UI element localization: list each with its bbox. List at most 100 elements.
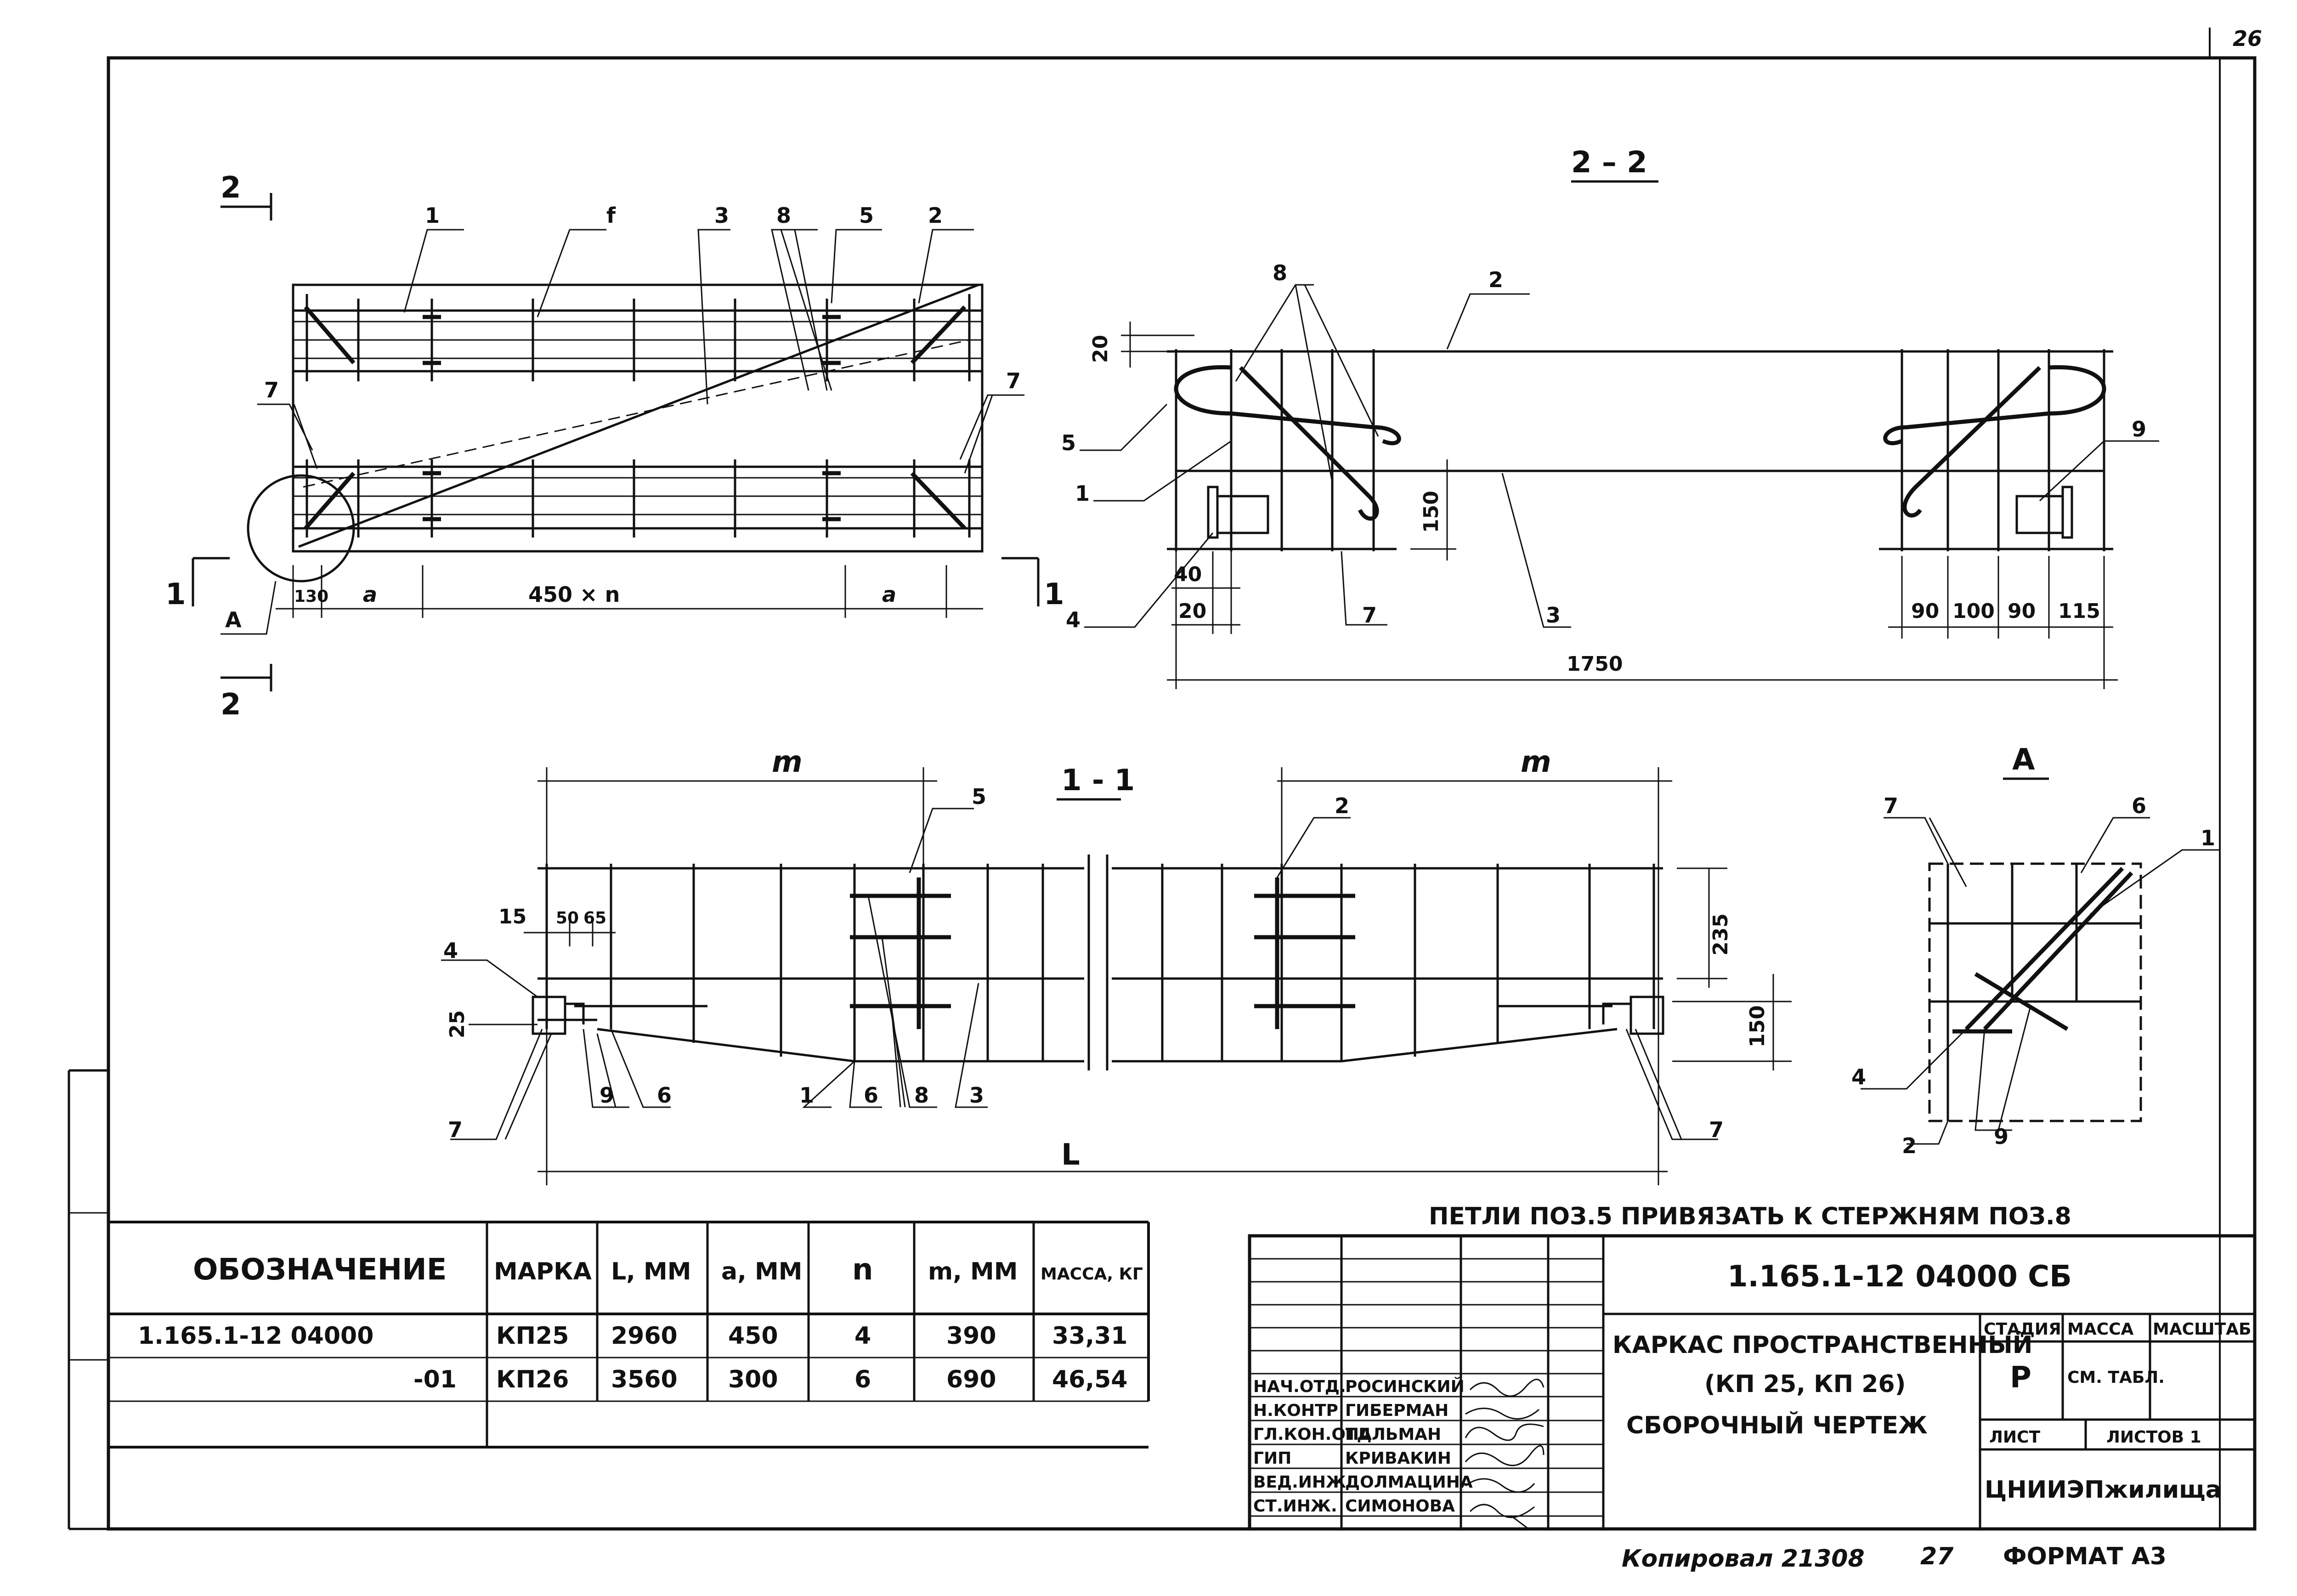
plan-leader-7-right: 7 [1006, 368, 1021, 393]
spec-row2-m: 690 [946, 1366, 996, 1393]
spec-row1-a: 450 [728, 1322, 778, 1350]
footer-copied: Копировал 21308 [1622, 1545, 1865, 1573]
plan-leader-8: 8 [776, 203, 791, 228]
title-line-3: СБОРОЧНЫЙ ЧЕРТЕЖ [1626, 1411, 1928, 1439]
section22-leader-5: 5 [1061, 430, 1076, 455]
spec-row1-designation: 1.165.1-12 04000 [138, 1322, 373, 1350]
detail-A-leader-4: 4 [1851, 1064, 1866, 1089]
section11-dim-m-right: m [1521, 745, 1551, 779]
section-mark-1-left: 1 [165, 577, 186, 611]
spec-header-m: m, ММ [928, 1258, 1018, 1285]
section22-dim-20-bottom: 20 [1178, 600, 1206, 623]
spec-header-L: L, ММ [611, 1258, 691, 1285]
title-block: НАЧ.ОТД. РОСИНСКИЙ Н.КОНТР ГИБЕРМАН ГЛ.К… [1248, 1234, 2257, 1531]
detail-A-leader-2: 2 [1902, 1133, 1917, 1158]
plan-view: 2 2 1 1 1 f 3 8 5 2 7 7 A [165, 171, 1064, 722]
section11-leader-6-b: 6 [864, 1083, 878, 1108]
loop-note: ПЕТЛИ ПОЗ.5 ПРИВЯЗАТЬ К СТЕРЖНЯМ ПОЗ.8 [1429, 1203, 2071, 1230]
section22-leader-1: 1 [1075, 481, 1090, 506]
spec-row2-L: 3560 [611, 1366, 678, 1393]
spec-header-a: a, ММ [721, 1258, 802, 1285]
section11-leader-9: 9 [600, 1083, 614, 1108]
section11-leader-8: 8 [914, 1083, 929, 1108]
role-label-norm: Н.КОНТР [1253, 1401, 1338, 1420]
detail-A-leader-9: 9 [1994, 1124, 2008, 1149]
detail-A-leader-7: 7 [1884, 793, 1898, 818]
plan-leader-3: 3 [714, 203, 729, 228]
detail-A-leader-1: 1 [2201, 826, 2215, 850]
section22-dim-90-b: 90 [2008, 600, 2036, 623]
spec-row2-mark: КП26 [496, 1366, 569, 1393]
role-name-senior: СИМОНОВА [1345, 1497, 1455, 1516]
scale-header: МАСШТАБ [2153, 1320, 2251, 1339]
signatures [1465, 1379, 1545, 1531]
spec-row1-m: 390 [946, 1322, 996, 1350]
section22-dim-100: 100 [1952, 600, 1995, 623]
mass-value: СМ. ТАБЛ. [2067, 1368, 2165, 1387]
spec-header-designation: ОБОЗНАЧЕНИЕ [193, 1253, 447, 1287]
spec-row1-n: 4 [854, 1322, 871, 1350]
detail-A: А 7 6 1 4 2 9 [1851, 743, 2219, 1158]
sheet-label: ЛИСТ [1989, 1428, 2040, 1447]
spec-row1-L: 2960 [611, 1322, 678, 1350]
section11-dim-150: 150 [1746, 1005, 1769, 1047]
spec-row1-mark: КП25 [496, 1322, 569, 1350]
role-name-lead: ДОЛМАЦИНА [1345, 1473, 1473, 1492]
plan-dim-a-left: a [363, 582, 377, 607]
section11-leader-6-a: 6 [657, 1083, 672, 1108]
section11-leader-2: 2 [1335, 793, 1349, 818]
plan-leader-A: A [225, 607, 242, 632]
section11-leader-5: 5 [972, 784, 986, 809]
plan-dim-130: 130 [294, 587, 328, 606]
section-1-1-title: 1 - 1 [1061, 764, 1135, 798]
section22-dim-115: 115 [2058, 600, 2100, 623]
plan-leader-1: 1 [425, 203, 440, 228]
role-label-head: НАЧ.ОТД. [1253, 1377, 1346, 1396]
section-mark-1-right: 1 [1044, 577, 1064, 611]
section-mark-2-bottom: 2 [221, 688, 241, 722]
title-line-1: КАРКАС ПРОСТРАНСТВЕННЫЙ [1612, 1331, 2032, 1359]
section11-dim-15: 15 [498, 905, 526, 928]
footer-page: 27 [1920, 1543, 1954, 1570]
section22-dim-20-top: 20 [1089, 335, 1112, 363]
stage-value: Р [2010, 1361, 2031, 1395]
section11-dim-L: L [1061, 1138, 1080, 1172]
section11-dim-m-left: m [772, 745, 803, 779]
footer: Копировал 21308 27 ФОРМАТ А3 [1622, 1543, 2167, 1573]
plan-leader-2: 2 [928, 203, 943, 228]
section-1-1: 1 - 1 [441, 745, 1792, 1185]
section11-dim-25: 25 [446, 1010, 469, 1038]
section22-leader-3: 3 [1546, 603, 1561, 628]
section22-dim-40: 40 [1174, 563, 1202, 586]
plan-leader-7-left: 7 [264, 378, 279, 402]
role-label-gip: ГИП [1253, 1449, 1291, 1468]
organization: ЦНИИЭПжилища [1985, 1476, 2222, 1504]
section11-leader-1: 1 [799, 1083, 814, 1108]
spec-header-mass: МАССА, КГ [1041, 1265, 1143, 1284]
plan-dim-450n: 450 × n [528, 582, 620, 607]
mass-header: МАССА [2067, 1320, 2134, 1339]
section-2-2: 2 – 2 [1061, 146, 2159, 689]
section11-dim-235: 235 [1709, 913, 1732, 956]
spec-row2-mass: 46,54 [1052, 1366, 1127, 1393]
role-label-chief: ГЛ.КОН.ОТД [1253, 1425, 1372, 1444]
section-2-2-title: 2 – 2 [1571, 146, 1647, 180]
spec-row2-a: 300 [728, 1366, 778, 1393]
role-name-chief: ПАЛЬМАН [1345, 1425, 1441, 1444]
plan-leader-5: 5 [859, 203, 874, 228]
section22-dim-150: 150 [1420, 491, 1443, 533]
plan-dim-a-right: a [882, 582, 896, 607]
role-label-senior: СТ.ИНЖ. [1253, 1497, 1337, 1516]
role-label-lead: ВЕД.ИНЖ [1253, 1473, 1346, 1492]
section11-leader-4: 4 [443, 938, 458, 963]
section22-leader-2: 2 [1488, 267, 1503, 292]
section22-dim-90-a: 90 [1911, 600, 1939, 623]
sheets-label: ЛИСТОВ 1 [2106, 1428, 2201, 1447]
plan-leader-f: f [606, 203, 616, 228]
spec-header-mark: МАРКА [494, 1258, 592, 1285]
section22-leader-9: 9 [2132, 417, 2146, 441]
role-name-norm: ГИБЕРМАН [1345, 1401, 1448, 1420]
section11-dim-50: 50 [556, 909, 579, 928]
footer-format: ФОРМАТ А3 [2003, 1543, 2167, 1570]
role-name-gip: КРИВАКИН [1345, 1449, 1451, 1468]
